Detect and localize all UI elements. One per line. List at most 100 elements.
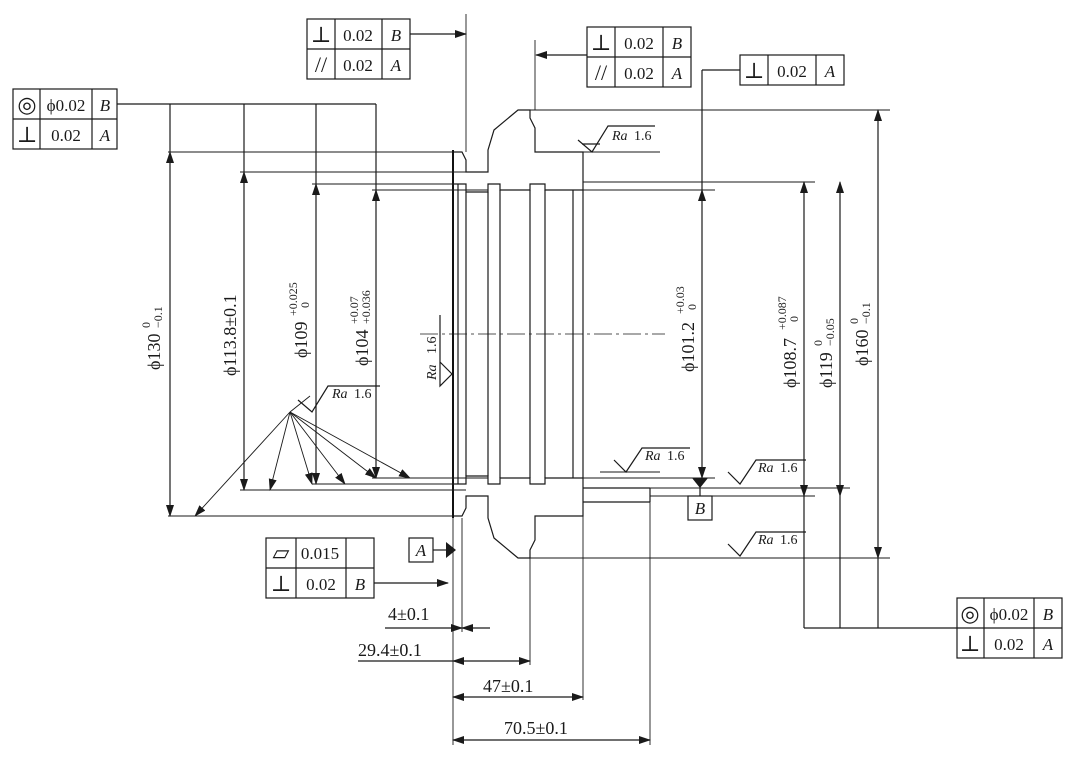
dim-l70: 70.5±0.1 bbox=[504, 718, 568, 738]
part-section bbox=[420, 109, 665, 559]
fcf-symbol: ◎ bbox=[17, 92, 36, 117]
datum-b: B bbox=[687, 478, 713, 521]
datum-a: A bbox=[408, 537, 456, 563]
fcf-datum: B bbox=[672, 34, 683, 53]
svg-text:+0.087: +0.087 bbox=[775, 296, 789, 330]
roughness-left-fan: Ra 1.6 bbox=[297, 385, 380, 413]
svg-text:Ra: Ra bbox=[425, 364, 440, 381]
fcf-value: 0.02 bbox=[343, 56, 373, 75]
fcf-datum: B bbox=[391, 26, 402, 45]
dim-d108: ϕ108.7 +0.087 0 bbox=[775, 296, 801, 388]
fcf-symbol: ▱ bbox=[273, 540, 290, 565]
svg-text:1.6: 1.6 bbox=[634, 129, 652, 144]
fcf-datum: A bbox=[671, 64, 683, 83]
fcf-bottom-right: ◎ ϕ0.02 B ⊥ 0.02 A bbox=[803, 496, 1063, 659]
svg-text:Ra: Ra bbox=[757, 461, 774, 476]
dim-d130: ϕ130 0 −0.1 bbox=[139, 306, 165, 370]
dim-l4: 4±0.1 bbox=[388, 604, 429, 624]
svg-text:−0.1: −0.1 bbox=[859, 302, 873, 324]
fcf-symbol: ⊥ bbox=[271, 571, 292, 596]
fcf-symbol: ⊥ bbox=[960, 631, 981, 656]
svg-text:Ra: Ra bbox=[611, 129, 628, 144]
svg-text:1.6: 1.6 bbox=[667, 449, 685, 464]
svg-text:0: 0 bbox=[139, 322, 153, 328]
svg-text:0: 0 bbox=[685, 304, 699, 310]
fcf-value: 0.02 bbox=[777, 62, 807, 81]
roughness-bottom-right: Ra 1.6 bbox=[727, 531, 806, 557]
dim-l47: 47±0.1 bbox=[483, 676, 533, 696]
svg-text:−0.05: −0.05 bbox=[823, 318, 837, 346]
svg-text:1.6: 1.6 bbox=[354, 387, 372, 402]
fcf-value: ϕ0.02 bbox=[47, 96, 86, 115]
fcf-value: ϕ0.02 bbox=[990, 605, 1029, 624]
roughness-vertical: Ra 1.6 bbox=[425, 315, 453, 388]
fcf-value: 0.02 bbox=[624, 34, 654, 53]
svg-text:ϕ101.2: ϕ101.2 bbox=[678, 322, 698, 372]
fcf-top-right-single: ⊥ 0.02 A bbox=[701, 54, 845, 190]
svg-text:+0.025: +0.025 bbox=[286, 282, 300, 316]
fcf-value: 0.015 bbox=[301, 544, 339, 563]
svg-text:1.6: 1.6 bbox=[780, 533, 798, 548]
svg-text:ϕ109: ϕ109 bbox=[291, 322, 311, 358]
svg-text:Ra: Ra bbox=[644, 449, 661, 464]
dim-d119: ϕ119 0 −0.05 bbox=[811, 318, 837, 388]
dimension-lines bbox=[166, 109, 882, 744]
svg-text:1.6: 1.6 bbox=[425, 337, 440, 355]
svg-text:ϕ119: ϕ119 bbox=[816, 352, 836, 388]
svg-text:ϕ113.8±0.1: ϕ113.8±0.1 bbox=[220, 294, 240, 376]
upper-wall-section bbox=[452, 109, 584, 193]
fcf-bottom-left: ▱ 0.015 ⊥ 0.02 B bbox=[265, 537, 449, 599]
dim-d113: ϕ113.8±0.1 bbox=[220, 294, 240, 376]
lower-wall-section bbox=[452, 475, 584, 559]
svg-text:0: 0 bbox=[298, 302, 312, 308]
fcf-value: 0.02 bbox=[624, 64, 654, 83]
fcf-datum: A bbox=[1042, 635, 1054, 654]
extension-lines bbox=[168, 109, 890, 745]
ra-leader-fan bbox=[194, 395, 411, 517]
svg-text:+0.036: +0.036 bbox=[359, 290, 373, 324]
svg-text:0: 0 bbox=[847, 318, 861, 324]
fcf-top-center: ⊥ 0.02 B // 0.02 A bbox=[306, 14, 467, 152]
svg-text:ϕ130: ϕ130 bbox=[144, 334, 164, 370]
fcf-datum: B bbox=[355, 575, 366, 594]
fcf-value: 0.02 bbox=[51, 126, 81, 145]
fcf-symbol: ⊥ bbox=[17, 122, 38, 147]
roughness-mid: Ra 1.6 bbox=[600, 447, 690, 473]
svg-text:ϕ160: ϕ160 bbox=[852, 330, 872, 366]
fcf-top-right-pair: ⊥ 0.02 B // 0.02 A bbox=[534, 26, 692, 110]
fcf-value: 0.02 bbox=[994, 635, 1024, 654]
svg-text:ϕ108.7: ϕ108.7 bbox=[780, 338, 800, 388]
fcf-symbol: // bbox=[315, 52, 328, 77]
fcf-symbol: ◎ bbox=[960, 601, 979, 626]
svg-text:Ra: Ra bbox=[757, 533, 774, 548]
fcf-symbol: ⊥ bbox=[744, 58, 765, 83]
dim-d160: ϕ160 0 −0.1 bbox=[847, 302, 873, 366]
svg-text:+0.03: +0.03 bbox=[673, 286, 687, 314]
svg-text:0: 0 bbox=[787, 316, 801, 322]
fcf-symbol: ⊥ bbox=[591, 30, 612, 55]
svg-text:0: 0 bbox=[811, 340, 825, 346]
fcf-value: 0.02 bbox=[343, 26, 373, 45]
svg-text:1.6: 1.6 bbox=[780, 461, 798, 476]
fcf-datum: A bbox=[824, 62, 836, 81]
svg-text:Ra: Ra bbox=[331, 387, 348, 402]
roughness-mid-right: Ra 1.6 bbox=[727, 459, 806, 485]
fcf-symbol: ⊥ bbox=[311, 22, 332, 47]
fcf-datum: B bbox=[100, 96, 111, 115]
fcf-datum: A bbox=[390, 56, 402, 75]
svg-text:−0.1: −0.1 bbox=[151, 306, 165, 328]
fcf-datum: B bbox=[1043, 605, 1054, 624]
dim-d104: ϕ104 +0.07 +0.036 bbox=[347, 290, 373, 366]
dim-l29: 29.4±0.1 bbox=[358, 640, 422, 660]
dim-d109: ϕ109 +0.025 0 bbox=[286, 282, 312, 358]
svg-text:A: A bbox=[415, 541, 427, 560]
fcf-value: 0.02 bbox=[306, 575, 336, 594]
svg-text:B: B bbox=[695, 499, 706, 518]
fcf-top-left: ◎ ϕ0.02 B ⊥ 0.02 A bbox=[12, 88, 377, 190]
svg-text:ϕ104: ϕ104 bbox=[352, 330, 372, 366]
dim-d101: ϕ101.2 +0.03 0 bbox=[673, 286, 699, 372]
fcf-symbol: // bbox=[595, 60, 608, 85]
fcf-datum: A bbox=[99, 126, 111, 145]
svg-text:+0.07: +0.07 bbox=[347, 296, 361, 324]
